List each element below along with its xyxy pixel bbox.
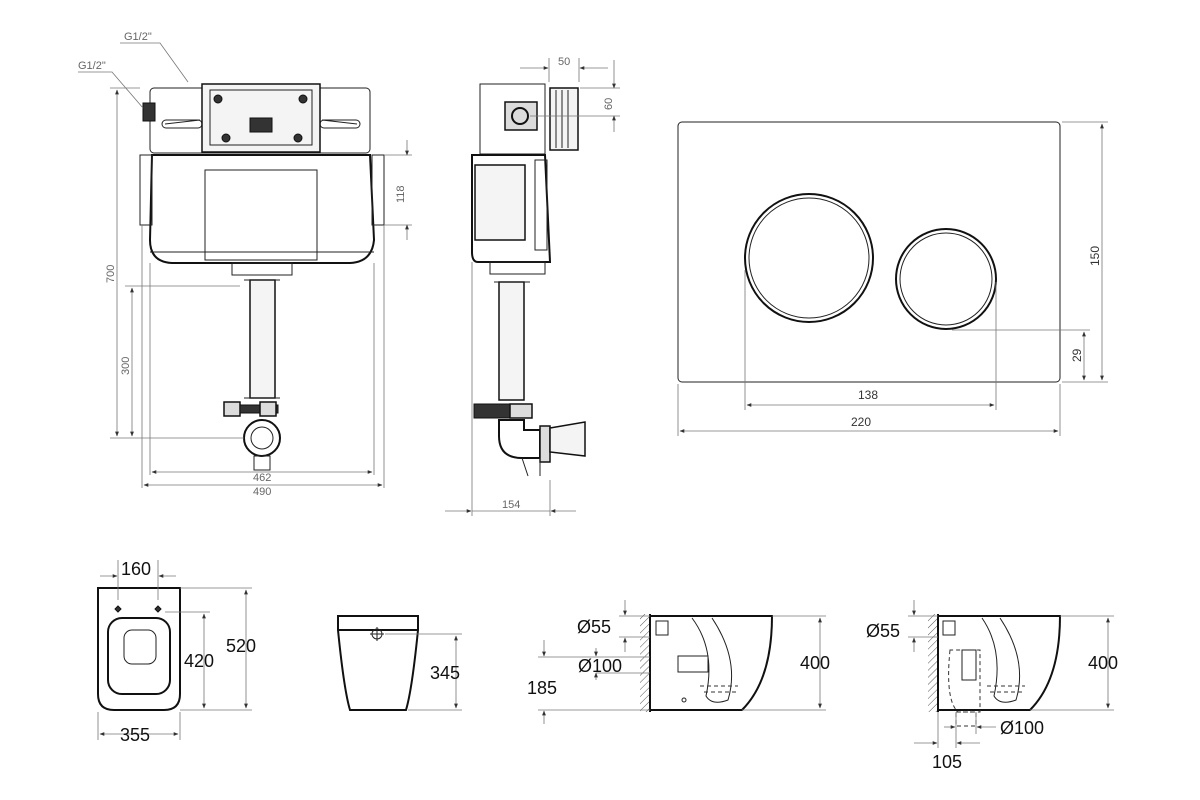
side-elbow (498, 419, 541, 459)
toilet-length-label: 520 (226, 636, 256, 656)
inlet-side-label: G1/2" (78, 60, 106, 72)
side-inlet (142, 102, 156, 122)
frame-front-view: G1/2" G1/2" 700 300 118 462 490 (78, 31, 412, 498)
fixing-hole-right (154, 605, 162, 613)
outer-width-label: 490 (253, 486, 271, 498)
floor-inlet-diameter-label: Ø55 (866, 621, 900, 641)
inner-width-label: 462 (253, 472, 271, 484)
toilet-front-outline (337, 615, 419, 711)
frame-side-view: 50 60 154 (445, 56, 620, 516)
hole-to-front-label: 420 (184, 651, 214, 671)
floor-outlet-diameter-label: Ø100 (1000, 718, 1044, 738)
toilet-top-view: 160 420 520 355 (97, 559, 256, 745)
flush-button-small (895, 228, 997, 330)
side-pipe (498, 281, 525, 401)
button-offset-label: 29 (1070, 348, 1084, 362)
button-span-label: 138 (858, 388, 878, 402)
plate-width-label: 220 (851, 415, 871, 429)
cistern-panel (204, 169, 318, 261)
side-depth-top-label: 50 (558, 56, 570, 68)
floor-toilet-outline (938, 615, 1062, 711)
plate-height-label: 150 (1088, 246, 1102, 266)
toilet-top-outline (97, 587, 181, 711)
tank-height-label: 118 (395, 185, 407, 203)
toilet-side-outline (650, 615, 774, 711)
toilet-side-wall-view: Ø55 Ø100 185 400 (527, 600, 830, 724)
side-inlet-fitting (549, 87, 579, 151)
front-height-label: 345 (430, 663, 460, 683)
flush-button-large (744, 193, 874, 323)
wall-outlet-diameter-label: Ø100 (578, 656, 622, 676)
floor-outlet-offset-label: 105 (932, 752, 962, 772)
flush-plate-view: 150 29 138 220 (677, 121, 1108, 436)
toilet-width-label: 355 (120, 725, 150, 745)
side-depth-label: 154 (502, 499, 520, 511)
toilet-side-floor-view: Ø55 Ø100 105 400 (866, 600, 1118, 772)
outlet-height-label: 185 (527, 678, 557, 698)
hole-spacing-label: 160 (121, 559, 151, 579)
frame-outlet (243, 419, 281, 457)
cistern-body (148, 154, 376, 264)
inlet-offset-label: 60 (603, 98, 615, 110)
floor-trap-curve (981, 617, 1021, 703)
frame-height-label: 700 (105, 265, 117, 283)
trap-curve (691, 617, 733, 703)
pipe-height-label: 300 (120, 357, 132, 375)
wall-toilet-height-label: 400 (800, 653, 830, 673)
inlet-top-label: G1/2" (124, 31, 152, 43)
toilet-front-view: 345 (337, 615, 462, 711)
flush-plate (677, 121, 1061, 383)
floor-toilet-height-label: 400 (1088, 653, 1118, 673)
flush-pipe (249, 279, 276, 399)
toilet-seat-opening (107, 617, 171, 695)
fixing-hole-left (114, 605, 122, 613)
wall-inlet-diameter-label: Ø55 (577, 617, 611, 637)
